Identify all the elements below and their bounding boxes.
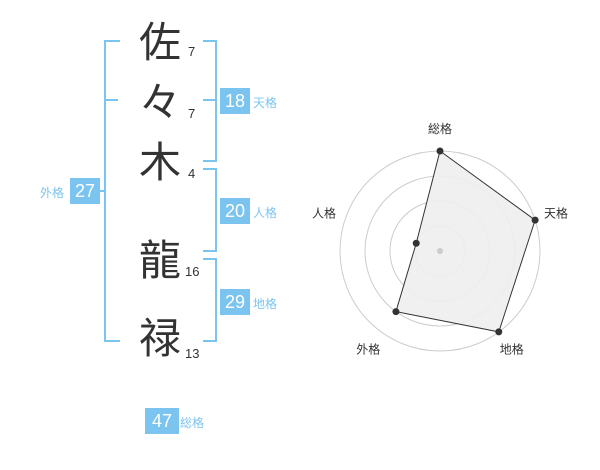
name-char-2: 々 <box>138 78 181 127</box>
radar-point-2 <box>531 216 539 224</box>
name-char-5: 禄 <box>138 314 181 363</box>
tenkaku-tick-mid <box>203 99 215 101</box>
gaikaku-value: 27 <box>70 178 100 204</box>
radar-axis-label-3: 地格 <box>500 342 524 357</box>
soukaku-value: 47 <box>145 408 179 434</box>
radar-point-5 <box>412 239 420 247</box>
tenkaku-bracket <box>203 40 217 162</box>
jinkaku-label: 人格 <box>253 206 278 220</box>
radar-axis-label-1: 総格 <box>428 121 452 136</box>
stroke-count-1: 7 <box>188 44 196 59</box>
tenkaku-value: 18 <box>220 88 250 114</box>
radar-point-1 <box>436 147 444 155</box>
chikaku-label: 地格 <box>253 297 278 311</box>
radar-point-4 <box>392 308 400 316</box>
radar-center-dot <box>437 248 443 254</box>
stroke-count-2: 7 <box>188 106 196 121</box>
jinkaku-value: 20 <box>220 198 250 224</box>
tenkaku-label: 天格 <box>253 96 278 110</box>
stroke-count-5: 13 <box>185 346 200 361</box>
name-char-1: 佐 <box>138 18 181 67</box>
gaikaku-label: 外格 <box>40 186 65 200</box>
gaikaku-bracket <box>104 40 120 342</box>
stroke-count-3: 4 <box>188 166 196 181</box>
radar-point-3 <box>495 328 503 336</box>
gaikaku-tick-mid <box>104 99 118 101</box>
radar-axis-label-4: 外格 <box>356 342 380 357</box>
chikaku-value: 29 <box>220 289 250 315</box>
gaikaku-pointer <box>98 190 106 192</box>
radar-series-shape <box>395 150 536 333</box>
radar-axis-label-5: 人格 <box>312 205 336 220</box>
soukaku-label: 総格 <box>180 416 205 430</box>
stroke-count-4: 16 <box>185 264 200 279</box>
radar-axis-label-2: 天格 <box>544 205 568 220</box>
chikaku-bracket <box>203 258 217 342</box>
name-char-3: 木 <box>138 138 181 187</box>
jinkaku-bracket <box>203 168 217 252</box>
name-char-4: 龍 <box>138 236 181 285</box>
